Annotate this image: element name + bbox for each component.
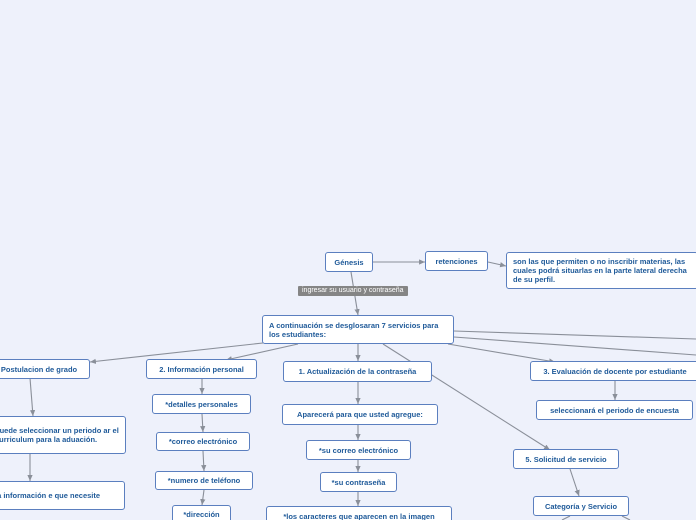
node-su-correo[interactable]: *su correo electrónico [306, 440, 411, 460]
link-correo-telefono [201, 450, 207, 472]
node-detalles-personales[interactable]: *detalles personales [152, 394, 251, 414]
node-categoria-servicio[interactable]: Categoría y Servicio [533, 496, 629, 516]
link-detalles-correo [200, 413, 206, 433]
node-evaluacion-docente[interactable]: 3. Evaluación de docente por estudiante [530, 361, 696, 381]
link-main-infopersonal [225, 343, 299, 362]
node-postulacion-info[interactable]: la información e que necesite [0, 481, 125, 510]
node-caracteres-imagen[interactable]: *los caracteres que aparecen en la image… [266, 506, 452, 520]
node-retenciones[interactable]: retenciones [425, 251, 488, 271]
node-numero-telefono[interactable]: *numero de teléfono [155, 471, 253, 490]
link-label-login: ingresar su usuario y contraseña [298, 286, 408, 296]
node-correo-electronico[interactable]: *correo electrónico [156, 432, 250, 451]
node-periodo-encuesta[interactable]: seleccionará el periodo de encuesta [536, 400, 693, 420]
node-solicitud-servicio[interactable]: 5. Solicitud de servicio [513, 449, 619, 469]
node-informacion-personal[interactable]: 2. Información personal [146, 359, 257, 379]
node-postulacion-description[interactable]: puede seleccionar un periodo ar el curri… [0, 416, 126, 454]
link-categoria-offscreen-1 [561, 515, 571, 520]
node-postulacion-grado[interactable]: Postulacion de grado [0, 359, 90, 379]
link-main-offscreen-2 [453, 336, 696, 356]
link-main-solicitud [382, 343, 551, 451]
link-solicitud-categoria [569, 468, 580, 497]
node-direccion[interactable]: *dirección [172, 505, 231, 520]
node-retenciones-description[interactable]: son las que permiten o no inscribir mate… [506, 252, 696, 289]
node-genesis[interactable]: Génesis [325, 252, 373, 272]
link-main-evaluacion [447, 343, 556, 364]
link-main-postulacion [89, 342, 264, 364]
node-actualizacion-contrasena[interactable]: 1. Actualización de la contraseña [283, 361, 432, 382]
link-main-offscreen-1 [453, 330, 696, 340]
link-telefono-direccion [200, 489, 206, 506]
link-retenciones-desc [487, 261, 507, 268]
link-categoria-offscreen-2 [621, 515, 631, 520]
link-postulacion-desc [29, 377, 36, 417]
node-aparecera[interactable]: Aparecerá para que usted agregue: [282, 404, 438, 425]
node-main-services[interactable]: A continuación se desglosaran 7 servicio… [262, 315, 454, 344]
node-su-contrasena[interactable]: *su contraseña [320, 472, 397, 492]
